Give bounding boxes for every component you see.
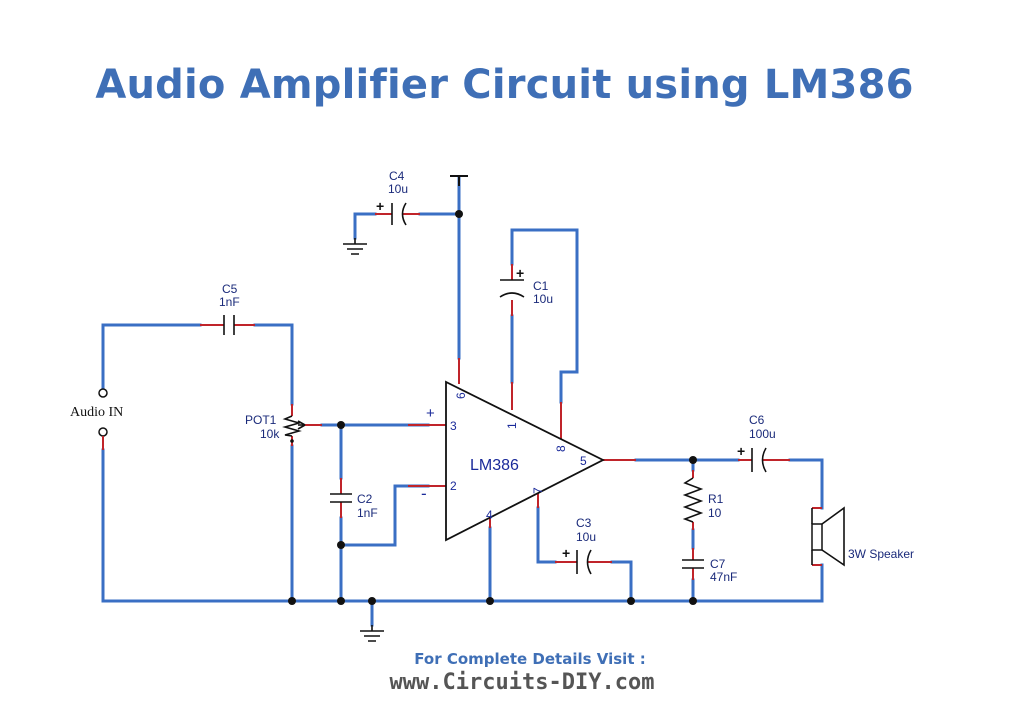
wire-input-top <box>101 323 202 392</box>
capacitor-c7: C7 47nF <box>682 557 737 584</box>
c4-value: 10u <box>388 182 408 196</box>
capacitor-c5: C5 1nF <box>219 282 240 335</box>
pot1-name: POT1 <box>245 413 277 427</box>
pot1-value: 10k <box>260 427 280 441</box>
pin-3: 3 <box>450 419 457 433</box>
svg-text:+: + <box>376 198 384 214</box>
plus-sign: + <box>426 405 435 422</box>
wire-c1-pin8 <box>510 228 579 404</box>
speaker-label: 3W Speaker <box>848 547 914 561</box>
c6-name: C6 <box>749 413 765 427</box>
supply-terminal <box>450 175 468 186</box>
wire-c6-speaker <box>788 458 824 510</box>
pin-2: 2 <box>450 479 457 493</box>
page-title: Audio Amplifier Circuit using LM386 <box>95 62 914 108</box>
minus-sign: - <box>421 484 427 503</box>
potentiometer-pot1: POT1 10k <box>245 413 306 443</box>
wires <box>101 176 824 627</box>
pin-8: 8 <box>554 445 568 452</box>
c1-value: 10u <box>533 292 553 306</box>
wire-pin2 <box>339 484 430 547</box>
c3-value: 10u <box>576 530 596 544</box>
audio-input-terminals: Audio IN <box>70 388 123 446</box>
capacitor-c1: + C1 10u <box>499 265 553 306</box>
capacitor-c2: C2 1nF <box>330 492 378 520</box>
footer-website-link[interactable]: www.Circuits-DIY.com <box>389 670 655 695</box>
svg-text:+: + <box>737 443 745 459</box>
c5-value: 1nF <box>219 295 240 309</box>
ic-label: LM386 <box>470 457 519 474</box>
c4-name: C4 <box>389 169 405 183</box>
pin-4: 4 <box>486 508 493 522</box>
capacitor-c3: + C3 10u <box>562 516 596 575</box>
svg-text:+: + <box>516 265 524 281</box>
lm386-ic: LM386 + - 3 2 5 4 6 1 8 7 <box>421 380 606 542</box>
c3-name: C3 <box>576 516 592 530</box>
capacitor-c6: + C6 100u <box>737 413 776 473</box>
c1-name: C1 <box>533 279 549 293</box>
audio-in-label: Audio IN <box>70 405 123 420</box>
svg-text:+: + <box>562 545 570 561</box>
c7-name: C7 <box>710 557 726 571</box>
junctions <box>288 210 697 605</box>
c6-value: 100u <box>749 427 776 441</box>
pin-6: 6 <box>454 392 468 399</box>
pin-1: 1 <box>505 422 519 429</box>
speaker: 3W Speaker <box>811 506 914 567</box>
pin-5: 5 <box>580 454 587 468</box>
wire-c5-to-pot <box>253 323 294 406</box>
c7-value: 47nF <box>710 570 737 584</box>
c2-name: C2 <box>357 492 373 506</box>
capacitor-c4: + C4 10u <box>376 169 408 226</box>
c2-value: 1nF <box>357 506 378 520</box>
footer-visit-text: For Complete Details Visit : <box>414 650 646 668</box>
ground-symbol-main <box>360 625 384 642</box>
c5-name: C5 <box>222 282 238 296</box>
r1-name: R1 <box>708 492 724 506</box>
r1-value: 10 <box>708 506 722 520</box>
component-leads <box>102 213 822 580</box>
resistor-r1: R1 10 <box>682 477 724 523</box>
wire-pin7 <box>536 506 557 564</box>
pin-7: 7 <box>531 487 545 494</box>
wire-c3-ground <box>610 560 633 603</box>
ground-symbol-c4 <box>343 238 367 255</box>
